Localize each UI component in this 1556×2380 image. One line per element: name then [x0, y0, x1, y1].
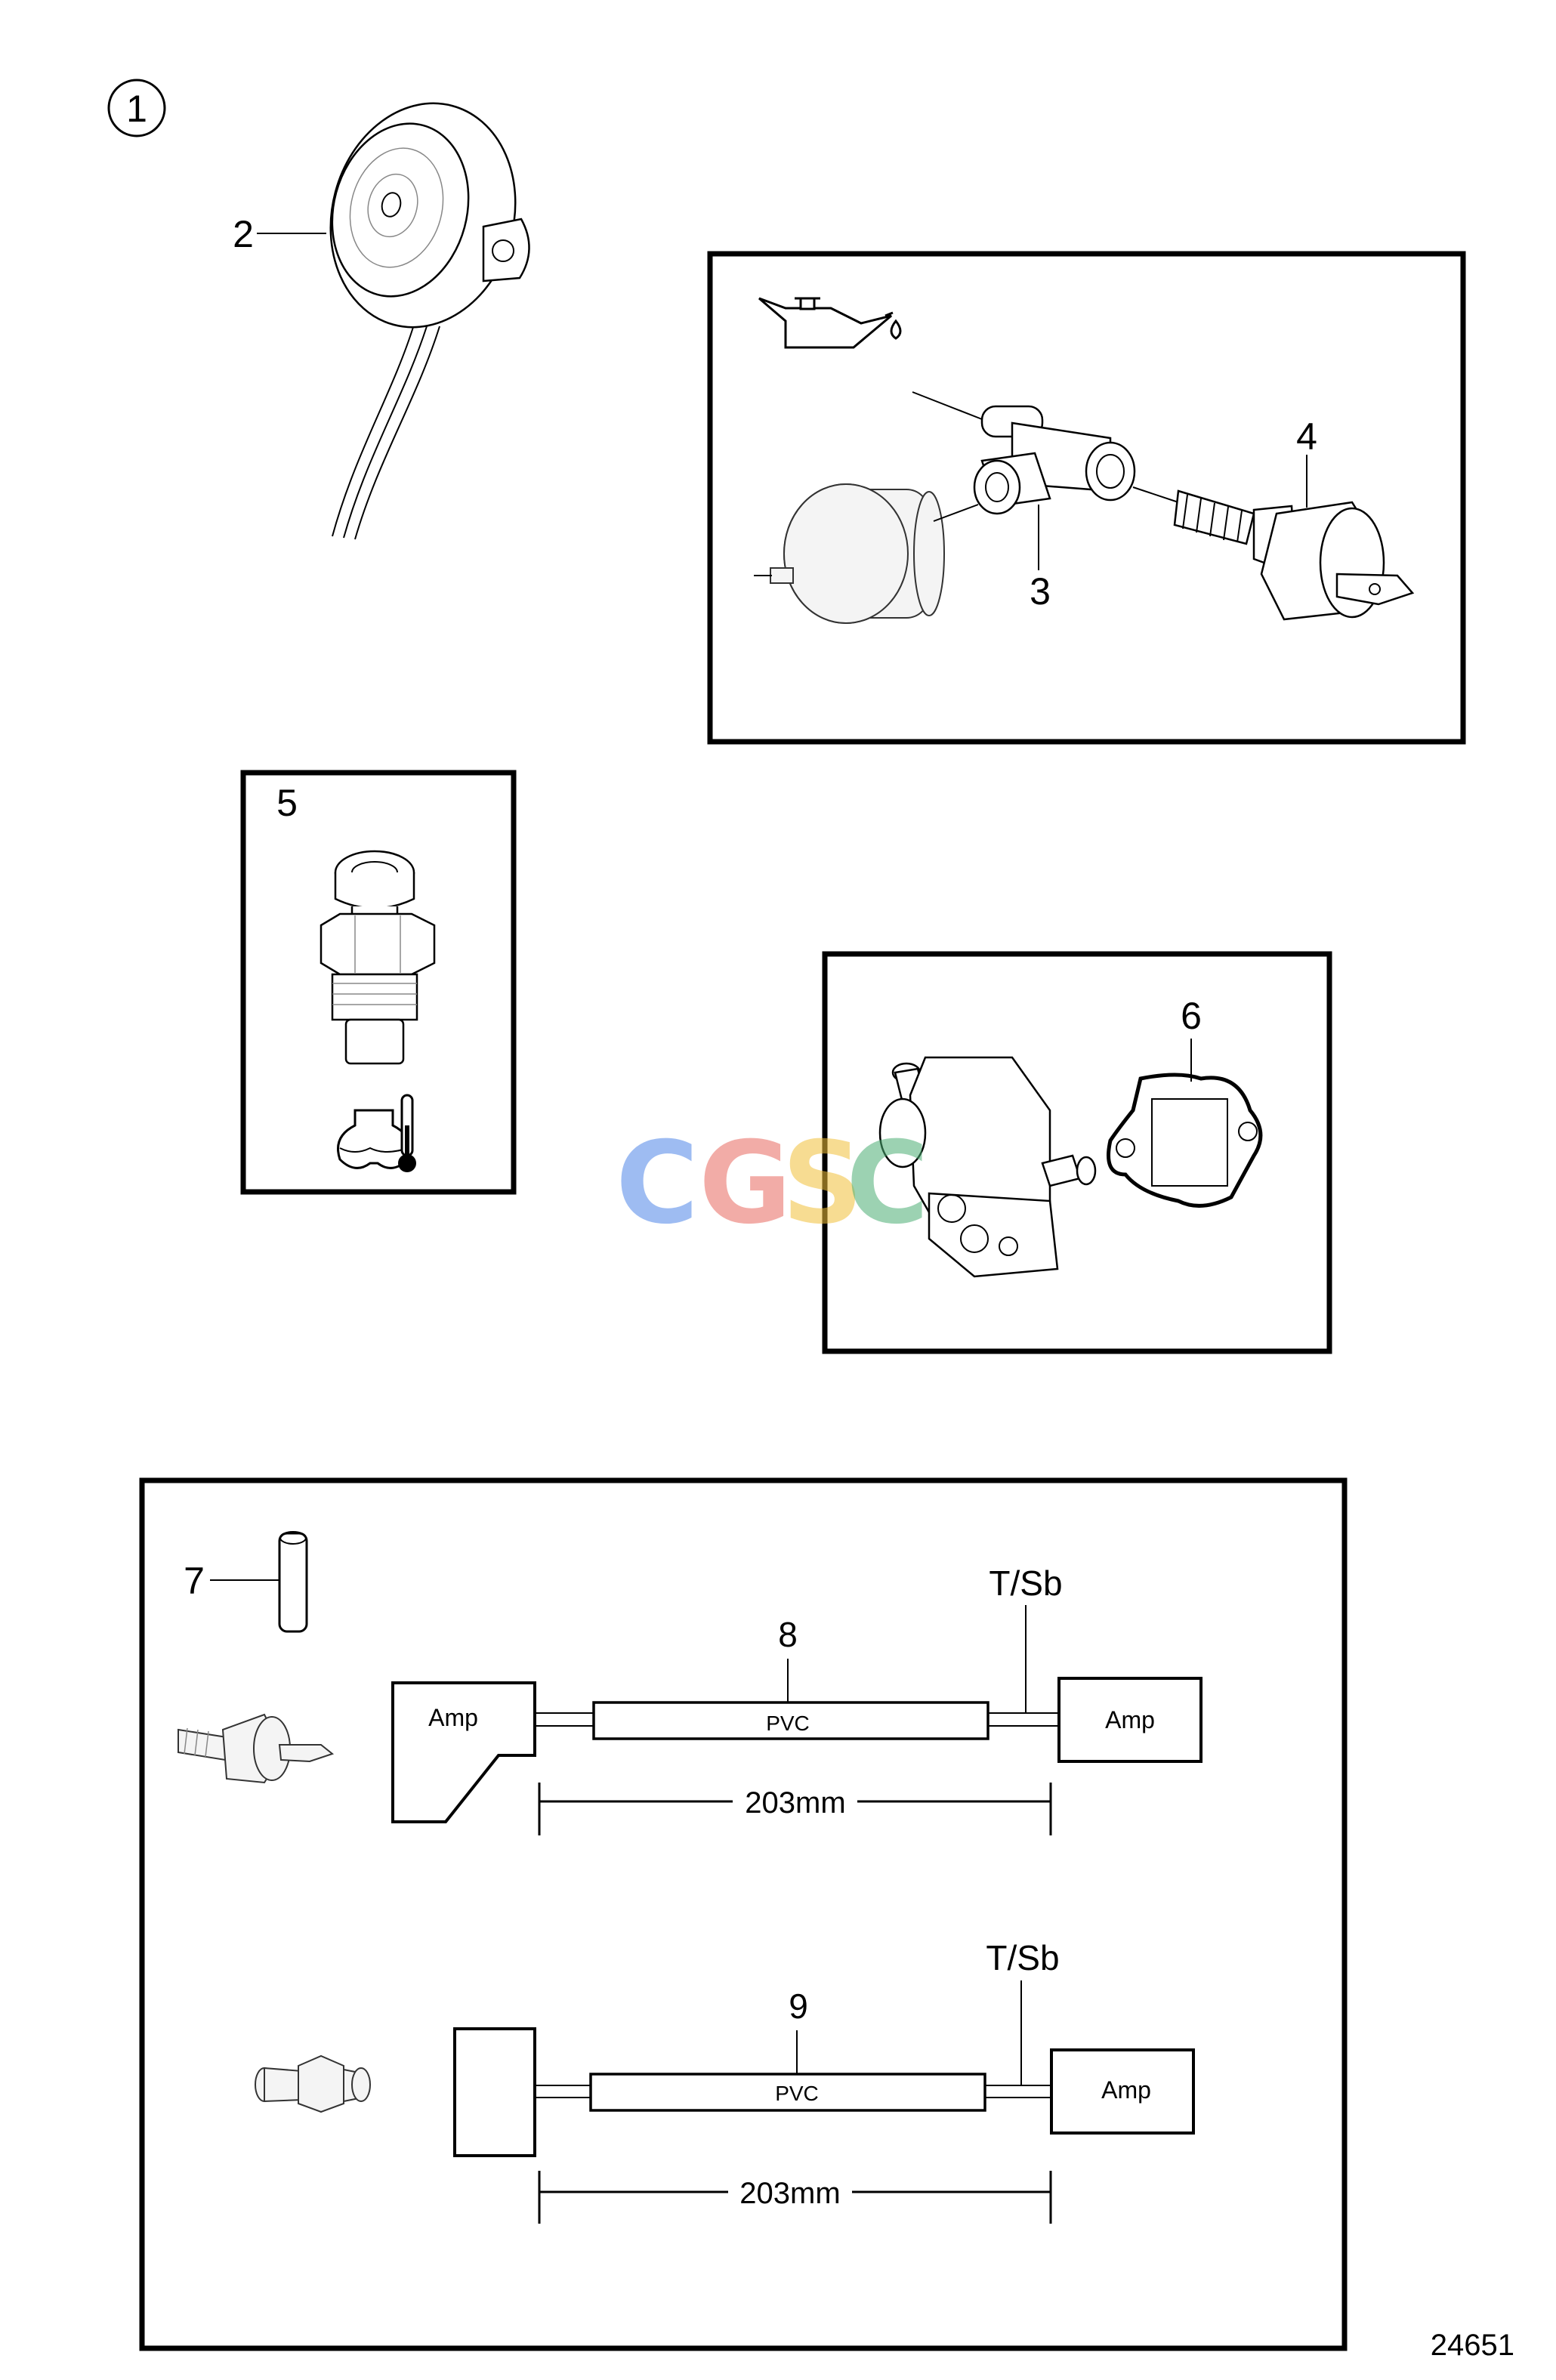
harness-8-right-label: Amp — [1105, 1706, 1155, 1733]
harness-8-cable — [592, 1701, 989, 1740]
housing-gasket — [1107, 1073, 1263, 1208]
figure-number: 24651 — [1431, 2329, 1514, 2362]
harness-8: Amp PVC T/Sb Amp 8 203mm — [391, 1564, 1203, 1835]
callout-6: 6 — [1181, 995, 1202, 1082]
callout-9-label: 9 — [789, 1986, 808, 2026]
harness-9-tap-label: T/Sb — [986, 1938, 1059, 1977]
tee-fitting — [912, 391, 1136, 522]
watermark: C G S C — [616, 1118, 929, 1249]
oil-can-icon — [758, 297, 902, 349]
harness-panel — [139, 1477, 1348, 2351]
callout-2-label: 2 — [233, 213, 254, 255]
harness-8-dimension: 203mm — [745, 1786, 845, 1820]
coolant-temp-panel — [240, 770, 517, 1195]
watermark-letter-2: G — [699, 1118, 792, 1249]
callout-6-label: 6 — [1181, 995, 1202, 1037]
callout-1: 1 — [107, 79, 166, 137]
sensor-housing — [878, 1056, 1097, 1278]
oil-pressure-switch — [1132, 486, 1415, 621]
knock-sensor — [329, 102, 530, 540]
callout-3: 3 — [1030, 505, 1051, 613]
harness-9-left-connector — [453, 2027, 536, 2157]
thermostat-housing-panel — [822, 951, 1332, 1354]
callout-7: 7 — [184, 1560, 279, 1602]
harness-8-left-connector — [391, 1681, 536, 1823]
harness-9-cable-label: PVC — [775, 2082, 819, 2105]
harness-9-cable — [589, 2073, 986, 2112]
callout-5-label: 5 — [276, 782, 298, 824]
callout-4-label: 4 — [1296, 415, 1317, 458]
watermark-letter-4: C — [846, 1118, 929, 1249]
watermark-letter-3: S — [782, 1118, 863, 1249]
callout-3-label: 3 — [1030, 570, 1051, 613]
harness-8-tap-label: T/Sb — [989, 1564, 1062, 1603]
harness-8-left-label: Amp — [428, 1704, 478, 1731]
watermark-letter-1: C — [616, 1118, 699, 1249]
callout-7-label: 7 — [184, 1560, 205, 1602]
callout-8-label: 8 — [778, 1615, 798, 1654]
callout-1-label: 1 — [126, 88, 147, 130]
callout-2: 2 — [233, 213, 326, 255]
harness-9: PVC T/Sb Amp 9 203mm — [453, 1938, 1195, 2224]
temp-switch-thumbnail — [255, 2054, 371, 2113]
harness-8-cable-label: PVC — [766, 1712, 810, 1735]
pressure-switch-thumbnail — [178, 1713, 335, 1784]
harness-9-right-label: Amp — [1101, 2076, 1151, 2104]
oil-pressure-panel — [707, 251, 1466, 745]
callout-4: 4 — [1296, 415, 1317, 508]
coolant-temp-sensor — [320, 850, 436, 1065]
harness-8-right-connector — [1057, 1677, 1203, 1763]
coolant-temperature-icon — [337, 1094, 416, 1172]
harness-9-dimension: 203mm — [739, 2177, 840, 2210]
fuse-tube — [278, 1531, 308, 1633]
oil-pressure-sender — [754, 483, 945, 624]
harness-9-right-connector — [1050, 2048, 1195, 2135]
